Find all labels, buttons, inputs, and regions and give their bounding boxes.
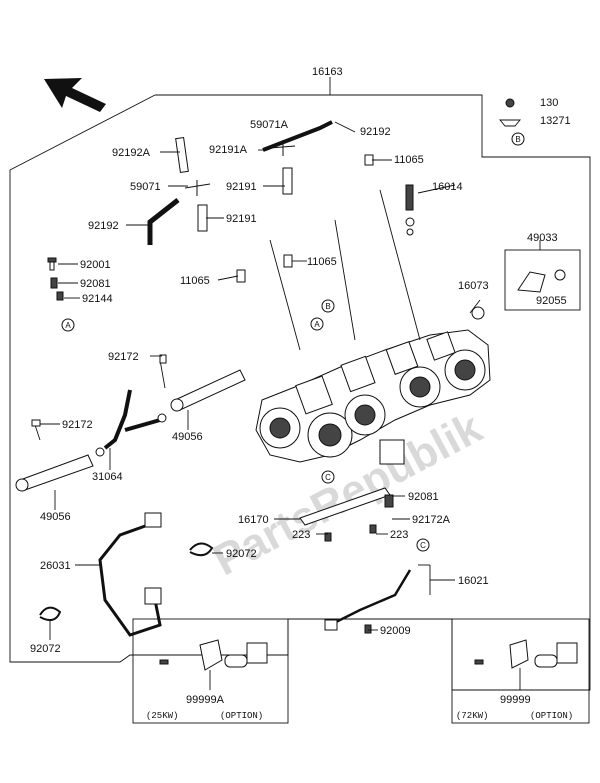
- svg-text:B: B: [515, 135, 520, 144]
- label-16170: 16170: [238, 514, 269, 526]
- marker-b-upper: B: [321, 299, 335, 313]
- label-92055: 92055: [536, 295, 567, 307]
- label-130: 130: [540, 97, 558, 109]
- marker-b-lower: B: [511, 132, 525, 146]
- label-223-left: 223: [292, 529, 310, 541]
- option-parts-72kw: [474, 639, 578, 669]
- clamp-92072-upper: [189, 542, 214, 557]
- screw-130: [499, 98, 521, 127]
- svg-text:B: B: [325, 302, 330, 311]
- label-92191a: 92191A: [209, 144, 248, 156]
- label-92191-upper: 92191: [226, 181, 257, 193]
- marker-c-upper: C: [321, 470, 335, 484]
- option-label-right: (OPTION): [530, 711, 573, 721]
- label-92192-left: 92192: [88, 220, 119, 232]
- label-92072-right: 92072: [226, 548, 257, 560]
- label-59071: 59071: [130, 181, 161, 193]
- option-kw-right: (72KW): [456, 711, 488, 721]
- label-16014: 16014: [432, 181, 463, 193]
- label-92172-lower: 92172: [62, 419, 93, 431]
- option-kw-left: (25KW): [146, 711, 178, 721]
- label-59071a: 59071A: [250, 119, 289, 131]
- sensor-16014: [405, 184, 415, 236]
- label-92172-upper: 92172: [108, 351, 139, 363]
- option-box-25kw: [132, 618, 289, 724]
- svg-text:C: C: [325, 473, 331, 482]
- label-92009: 92009: [380, 625, 411, 637]
- label-92144: 92144: [82, 293, 113, 305]
- label-11065-low: 11065: [180, 275, 210, 287]
- svg-text:C: C: [420, 541, 426, 550]
- label-92192a: 92192A: [112, 147, 151, 159]
- label-92172a: 92172A: [412, 514, 451, 526]
- label-13271: 13271: [540, 115, 571, 127]
- bracket-16170: [299, 487, 394, 542]
- label-92081-right: 92081: [408, 491, 439, 503]
- marker-a-lower: A: [61, 318, 75, 332]
- label-92072-left: 92072: [30, 643, 61, 655]
- screw-92001: [47, 257, 64, 301]
- label-92001: 92001: [80, 259, 111, 271]
- vacuum-hoses: [147, 120, 374, 283]
- front-arrow-icon: [44, 78, 106, 112]
- svg-text:A: A: [65, 321, 71, 330]
- label-49056-lower: 49056: [40, 511, 71, 523]
- throttle-body-assembly: [255, 329, 491, 465]
- label-49056-upper: 49056: [172, 431, 203, 443]
- label-26031: 26031: [40, 560, 71, 572]
- label-11065-mid: 11065: [307, 256, 337, 268]
- fuel-rail-49056-lower: [15, 419, 94, 492]
- leader-lines: [40, 77, 541, 690]
- option-box-72kw: [451, 618, 590, 724]
- clamp-92072-lower: [39, 606, 62, 622]
- option-parts-25kw: [159, 639, 268, 671]
- box-49033: [504, 249, 581, 311]
- label-99999: 99999: [500, 694, 531, 706]
- label-99999a: 99999A: [186, 694, 225, 706]
- label-16163: 16163: [312, 66, 343, 78]
- label-31064: 31064: [92, 471, 123, 483]
- label-49033: 49033: [527, 232, 558, 244]
- fuel-rail-49056-upper: [159, 354, 246, 412]
- cable-16021: [324, 569, 412, 634]
- label-92192-top: 92192: [360, 126, 391, 138]
- label-92191-lower: 92191: [226, 213, 257, 225]
- marker-c-lower: C: [416, 538, 430, 552]
- sensor-49033: [471, 269, 566, 320]
- marker-a-upper: A: [310, 317, 324, 331]
- label-16021: 16021: [458, 575, 489, 587]
- label-16073: 16073: [458, 280, 489, 292]
- label-223-right: 223: [390, 529, 408, 541]
- label-11065-top: 11065: [394, 154, 424, 166]
- wire-harness-26031: [98, 512, 162, 637]
- label-92081-left: 92081: [80, 278, 111, 290]
- option-label-left: (OPTION): [220, 711, 263, 721]
- fuel-pipe-31064: [95, 389, 167, 457]
- svg-text:A: A: [314, 320, 320, 329]
- assembly-frame: [9, 94, 591, 691]
